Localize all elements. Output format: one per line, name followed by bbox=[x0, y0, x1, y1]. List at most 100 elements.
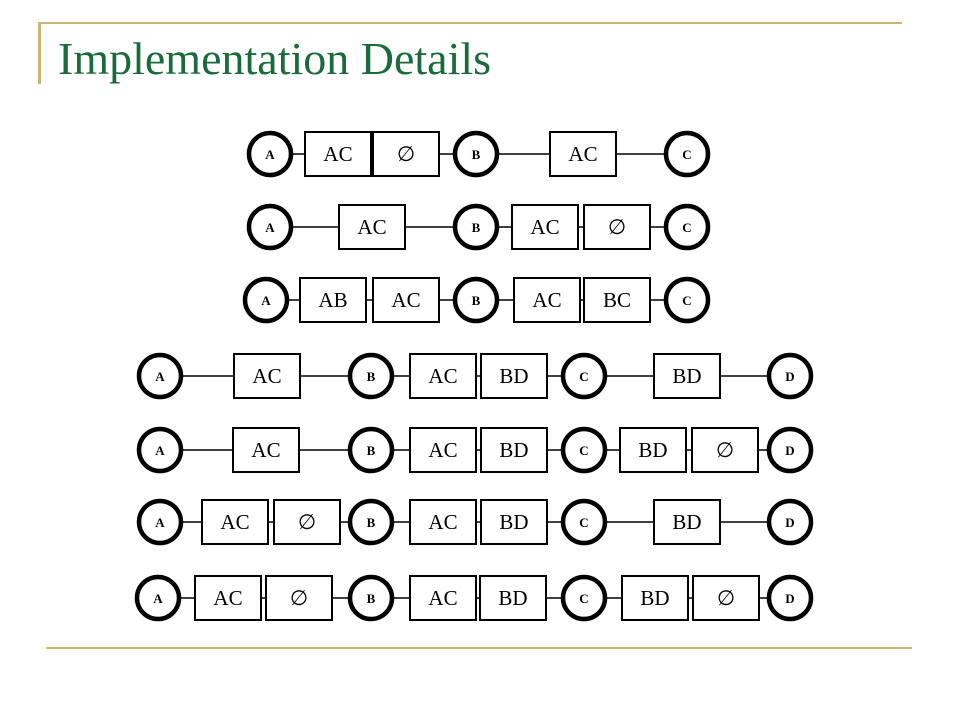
set-box-label: ∅ bbox=[717, 586, 735, 610]
set-box-frame bbox=[372, 131, 440, 177]
set-box: AC bbox=[409, 499, 477, 545]
graph-node: A bbox=[246, 130, 294, 178]
node-label: C bbox=[682, 220, 691, 235]
set-box: ∅ bbox=[691, 427, 759, 473]
node-label: D bbox=[785, 591, 794, 606]
set-box-frame bbox=[480, 427, 548, 473]
node-circle bbox=[452, 276, 500, 324]
set-box: BD bbox=[653, 499, 721, 545]
set-box-frame bbox=[273, 499, 341, 545]
graph-node: A bbox=[134, 574, 182, 622]
set-box-label: AC bbox=[532, 288, 561, 312]
title-accent-rule bbox=[38, 22, 41, 84]
graph-node: C bbox=[560, 498, 608, 546]
set-box: AC bbox=[304, 131, 372, 177]
node-circle bbox=[134, 574, 182, 622]
set-box: AC bbox=[409, 353, 477, 399]
set-box-label: AC bbox=[428, 586, 457, 610]
set-box-frame bbox=[480, 353, 548, 399]
set-box-frame bbox=[409, 499, 477, 545]
node-label: B bbox=[367, 443, 376, 458]
node-label: A bbox=[155, 443, 165, 458]
set-box: ∅ bbox=[273, 499, 341, 545]
set-box-frame bbox=[409, 575, 477, 621]
node-label: A bbox=[265, 220, 275, 235]
set-box-frame bbox=[232, 427, 300, 473]
set-box: AC bbox=[409, 427, 477, 473]
node-label: B bbox=[472, 220, 481, 235]
node-label: C bbox=[579, 443, 588, 458]
set-box-label: AC bbox=[252, 364, 281, 388]
set-box-frame bbox=[653, 353, 721, 399]
set-box-frame bbox=[583, 277, 651, 323]
graph-node: B bbox=[347, 498, 395, 546]
node-circle bbox=[766, 352, 814, 400]
set-box: AC bbox=[511, 204, 579, 250]
node-circle bbox=[136, 498, 184, 546]
set-box: BD bbox=[480, 353, 548, 399]
set-box-frame bbox=[583, 204, 651, 250]
set-box-label: AC bbox=[213, 586, 242, 610]
set-box-label: AC bbox=[568, 142, 597, 166]
set-box: ∅ bbox=[692, 575, 760, 621]
set-box-frame bbox=[480, 499, 548, 545]
set-box-frame bbox=[299, 277, 367, 323]
graph-node: A bbox=[246, 203, 294, 251]
set-box-frame bbox=[233, 353, 301, 399]
set-box-label: BD bbox=[498, 586, 527, 610]
set-box-label: AC bbox=[251, 438, 280, 462]
set-box-label: ∅ bbox=[608, 215, 626, 239]
graph-node: D bbox=[766, 352, 814, 400]
node-circle bbox=[663, 276, 711, 324]
set-box-frame bbox=[621, 575, 689, 621]
set-box-frame bbox=[511, 204, 579, 250]
graph-node: C bbox=[560, 352, 608, 400]
node-label: C bbox=[682, 293, 691, 308]
node-label: B bbox=[367, 591, 376, 606]
set-box: ∅ bbox=[372, 131, 440, 177]
set-box-frame bbox=[513, 277, 581, 323]
node-label: C bbox=[579, 369, 588, 384]
node-label: B bbox=[472, 147, 481, 162]
set-box: AC bbox=[194, 575, 262, 621]
set-box-frame bbox=[409, 353, 477, 399]
node-label: C bbox=[579, 591, 588, 606]
set-box-frame bbox=[265, 575, 333, 621]
node-label: D bbox=[785, 443, 794, 458]
set-box-frame bbox=[619, 427, 687, 473]
set-box-label: BD bbox=[499, 364, 528, 388]
graph-node: C bbox=[663, 130, 711, 178]
node-circle bbox=[560, 498, 608, 546]
graph-node: D bbox=[766, 498, 814, 546]
node-circle bbox=[560, 574, 608, 622]
set-box-frame bbox=[201, 499, 269, 545]
node-circle bbox=[246, 203, 294, 251]
set-box-frame bbox=[691, 427, 759, 473]
set-box: AC bbox=[549, 131, 617, 177]
set-box: AC bbox=[232, 427, 300, 473]
node-label: B bbox=[472, 293, 481, 308]
set-box-frame bbox=[338, 204, 406, 250]
chain-row: A AC ∅ B AC C bbox=[246, 130, 711, 178]
node-label: A bbox=[153, 591, 163, 606]
graph-node: A bbox=[242, 276, 290, 324]
graph-node: A bbox=[136, 352, 184, 400]
set-box-frame bbox=[304, 131, 372, 177]
node-label: A bbox=[265, 147, 275, 162]
node-label: D bbox=[785, 369, 794, 384]
node-circle bbox=[663, 130, 711, 178]
set-box-label: AB bbox=[318, 288, 347, 312]
graph-node: B bbox=[347, 352, 395, 400]
node-circle bbox=[766, 498, 814, 546]
graph-node: D bbox=[766, 574, 814, 622]
node-label: A bbox=[261, 293, 271, 308]
set-box: BD bbox=[480, 427, 548, 473]
graph-node: C bbox=[560, 574, 608, 622]
set-box-frame bbox=[194, 575, 262, 621]
set-box-label: AC bbox=[323, 142, 352, 166]
graph-node: B bbox=[452, 276, 500, 324]
